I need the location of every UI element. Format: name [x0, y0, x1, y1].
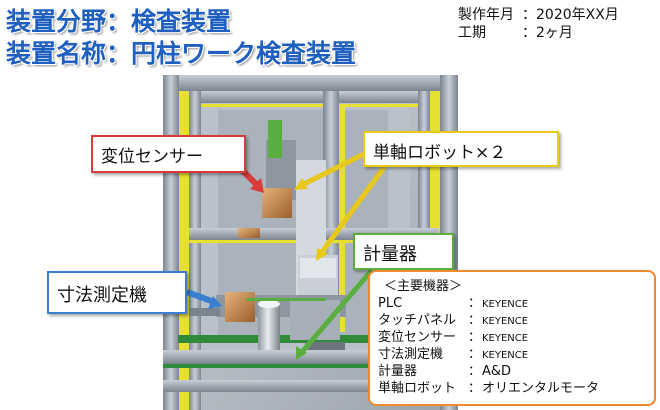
- main-equipment-list: ＜主要機器＞ PLC：KEYENCE タッチパネル：KEYENCE 変位センサー…: [368, 270, 656, 406]
- period-value: ：2ヶ月: [522, 25, 573, 41]
- equipment-name-title: 装置名称：円柱ワーク検査装置: [6, 39, 357, 68]
- spec-sep: ：: [468, 381, 482, 396]
- spec-row: PLC ：KEYENCE: [378, 295, 646, 312]
- spec-name: PLC: [378, 296, 403, 311]
- arrow-blue: [185, 289, 222, 309]
- arrow-yellow-1: [294, 149, 370, 190]
- callout-single-axis-robot: 単軸ロボット×２: [363, 131, 559, 167]
- arrow-green: [296, 268, 374, 360]
- spec-row: 変位センサー ：KEYENCE: [378, 329, 646, 346]
- spec-sep: ：: [468, 330, 482, 345]
- callout-dimension-measuring: 寸法測定機: [47, 271, 187, 314]
- spec-value: A&D: [482, 364, 512, 379]
- vertical-robot-cable: [268, 120, 282, 158]
- left-yellow-trim: [179, 91, 189, 410]
- spec-row: 計量器 ：A&D: [378, 363, 646, 380]
- spec-value: KEYENCE: [482, 316, 529, 327]
- right-yellow-trim: [430, 91, 440, 331]
- top-yellow-trim: [175, 104, 445, 107]
- spec-row: 単軸ロボット ：オリエンタルモータ: [378, 380, 646, 397]
- construction-period: 工期 ：2ヶ月: [458, 22, 573, 42]
- spec-value: KEYENCE: [482, 333, 529, 344]
- production-date-label: 製作年月: [458, 7, 514, 23]
- spec-value: オリエンタルモータ: [482, 381, 600, 396]
- spec-name: タッチパネル: [378, 313, 457, 328]
- production-date: 製作年月 ：2020年XX月: [458, 4, 619, 24]
- callout-scale: 計量器: [353, 233, 454, 270]
- spec-name: 寸法測定機: [378, 347, 444, 362]
- dimension-gauge-head: [225, 292, 255, 322]
- spec-sep: ：: [468, 296, 482, 311]
- spec-heading: ＜主要機器＞: [384, 279, 463, 294]
- spec-sep: ：: [468, 347, 482, 362]
- spec-name: 計量器: [378, 364, 418, 379]
- spec-value: KEYENCE: [482, 350, 529, 361]
- production-date-value: ：2020年XX月: [522, 7, 619, 23]
- spec-name: 単軸ロボット: [378, 381, 457, 396]
- equipment-field-title: 装置分野：検査装置: [6, 7, 232, 36]
- spec-name: 変位センサー: [378, 330, 457, 345]
- spec-sep: ：: [468, 364, 482, 379]
- spec-row: 寸法測定機 ：KEYENCE: [378, 346, 646, 363]
- arrow-yellow-2: [316, 164, 388, 261]
- period-label: 工期: [458, 25, 486, 41]
- cylinder-work: [258, 304, 280, 350]
- top-frame: [163, 75, 458, 91]
- displacement-sensor-head: [262, 188, 292, 218]
- spec-value: KEYENCE: [482, 299, 529, 310]
- callout-displacement-sensor: 変位センサー: [91, 135, 246, 173]
- spec-sep: ：: [468, 313, 482, 328]
- spec-row: タッチパネル ：KEYENCE: [378, 312, 646, 329]
